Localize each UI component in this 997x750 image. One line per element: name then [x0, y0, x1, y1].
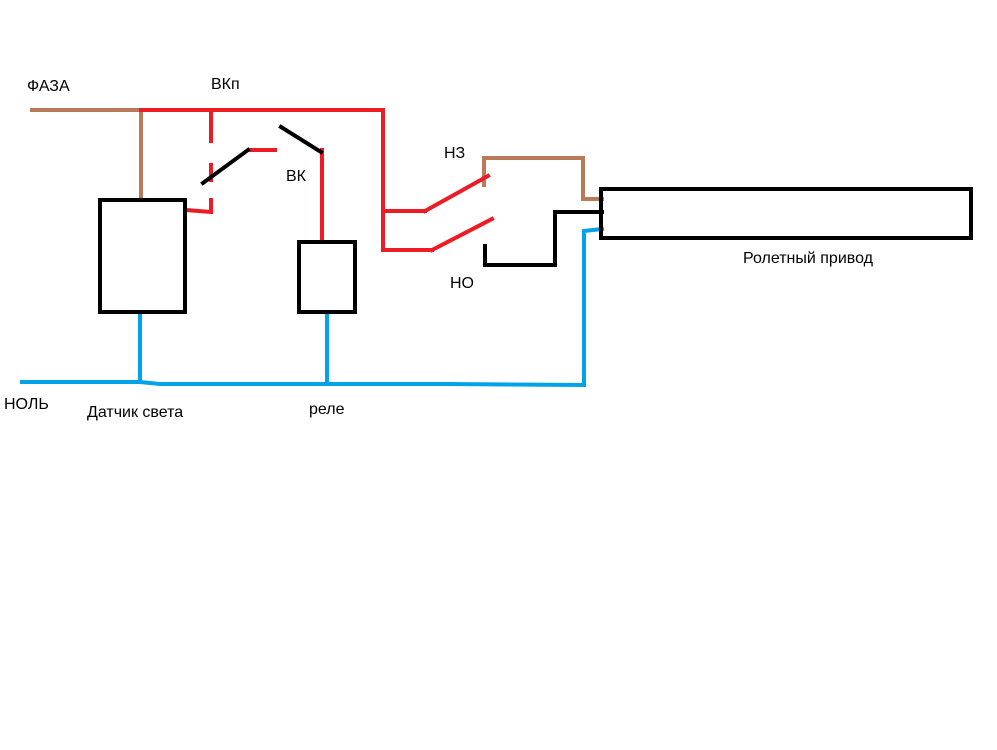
light-sensor-box	[98, 198, 187, 314]
relay-label: реле	[309, 401, 345, 418]
neutral-label: НОЛЬ	[4, 396, 49, 413]
roller-drive-label: Ролетный привод	[743, 250, 873, 267]
vk-label: ВК	[286, 168, 306, 185]
sensor-output-wire	[183, 198, 213, 215]
nz-label: НЗ	[444, 145, 466, 162]
vk-switch-blade	[278, 124, 324, 155]
switched-wires	[139, 108, 495, 253]
relay-box	[297, 240, 357, 314]
devices	[98, 187, 973, 314]
switch-blades	[200, 124, 604, 267]
roller-drive-box	[599, 187, 973, 240]
no-switch-blade	[429, 216, 495, 253]
phase-label: ФАЗА	[27, 78, 70, 95]
no-label: НО	[450, 275, 474, 292]
no-contact-wire	[483, 210, 604, 267]
top-bus-wire	[139, 108, 434, 252]
neutral-wires	[20, 226, 605, 388]
vk-sensor-switch-blade	[200, 147, 251, 186]
vkp-label: ВКп	[211, 76, 240, 93]
nz-contact-wire	[482, 156, 604, 201]
nz-switch-blade	[422, 173, 491, 214]
light-sensor-label: Датчик света	[87, 404, 184, 421]
